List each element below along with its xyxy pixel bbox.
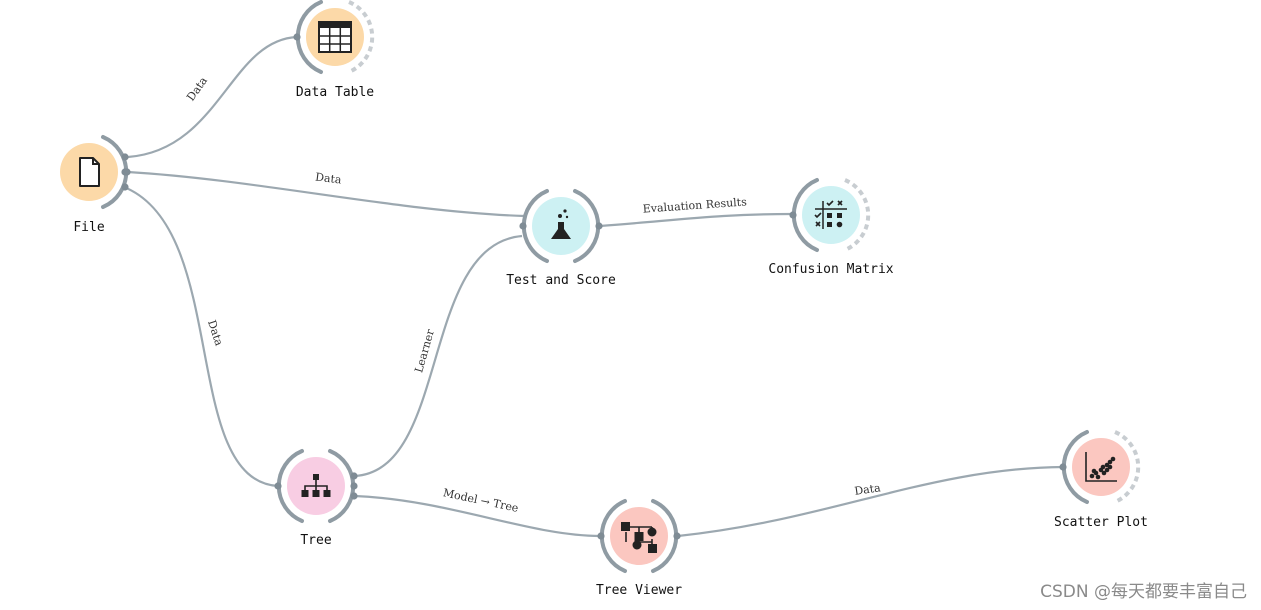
link-tree-to-test_and_score[interactable]: Learner — [354, 234, 523, 478]
scatter-plot-icon — [1085, 452, 1117, 482]
link-line[interactable] — [354, 234, 523, 478]
widget-label: Confusion Matrix — [768, 262, 893, 277]
link-tree_viewer-to-scatter_plot[interactable]: Data — [677, 465, 1064, 538]
widget-label: Tree — [300, 533, 331, 548]
widget-tree-viewer[interactable]: Tree Viewer — [596, 499, 682, 598]
link-line[interactable] — [127, 35, 298, 159]
output-channel-arc-empty — [348, 0, 375, 74]
watermark: CSDN @每天都要丰富自己 — [1040, 582, 1247, 602]
output-channel-arc-empty — [844, 178, 871, 252]
file-icon — [79, 157, 100, 187]
output-anchor[interactable] — [595, 222, 603, 230]
output-anchor[interactable] — [350, 472, 358, 480]
widget-confusion-matrix[interactable]: Confusion Matrix — [768, 178, 894, 277]
widget-file[interactable]: File — [60, 135, 131, 235]
link-label: Data — [315, 170, 343, 186]
widget-scatter-plot[interactable]: Scatter Plot — [1054, 430, 1148, 530]
link-file-to-data_table[interactable]: Data — [127, 35, 298, 159]
widget-tree[interactable]: Tree — [274, 449, 358, 548]
widget-label: Data Table — [296, 85, 374, 100]
output-channel-arc-empty — [1114, 430, 1141, 504]
link-tree-to-tree_viewer[interactable]: Model → Tree — [354, 486, 601, 538]
output-anchor[interactable] — [121, 183, 129, 191]
flask-icon — [551, 209, 571, 239]
widget-data-table[interactable]: Data Table — [293, 0, 375, 100]
output-anchor[interactable] — [673, 532, 681, 540]
link-test_and_score-to-confusion_matrix[interactable]: Evaluation Results — [599, 195, 793, 228]
link-label: Evaluation Results — [642, 195, 747, 215]
input-anchor[interactable] — [274, 482, 282, 490]
widget-label: Test and Score — [506, 273, 616, 288]
link-line[interactable] — [354, 494, 601, 538]
link-file-to-test_and_score[interactable]: Data — [127, 170, 525, 218]
link-label: Data — [205, 318, 226, 348]
tree-icon — [301, 474, 331, 497]
input-anchor[interactable] — [519, 222, 527, 230]
output-anchor[interactable] — [350, 492, 358, 500]
tree-viewer-icon — [621, 522, 657, 553]
confusion-matrix-icon — [814, 200, 847, 229]
input-anchor[interactable] — [293, 33, 301, 41]
link-file-to-tree[interactable]: Data — [123, 185, 279, 488]
input-anchor[interactable] — [1059, 463, 1067, 471]
table-icon — [318, 21, 352, 53]
widget-label: File — [73, 220, 104, 235]
link-line[interactable] — [127, 170, 525, 218]
link-label: Data — [184, 74, 210, 103]
widget-label: Scatter Plot — [1054, 515, 1148, 530]
input-anchor[interactable] — [597, 532, 605, 540]
widget-label: Tree Viewer — [596, 583, 682, 598]
link-line[interactable] — [677, 465, 1064, 538]
link-line[interactable] — [123, 185, 279, 488]
output-anchor[interactable] — [121, 168, 129, 176]
output-anchor[interactable] — [121, 153, 129, 161]
link-line[interactable] — [599, 212, 793, 228]
link-label: Data — [854, 481, 882, 498]
input-anchor[interactable] — [789, 211, 797, 219]
widget-test-and-score[interactable]: Test and Score — [506, 189, 616, 288]
output-anchor[interactable] — [350, 482, 358, 490]
